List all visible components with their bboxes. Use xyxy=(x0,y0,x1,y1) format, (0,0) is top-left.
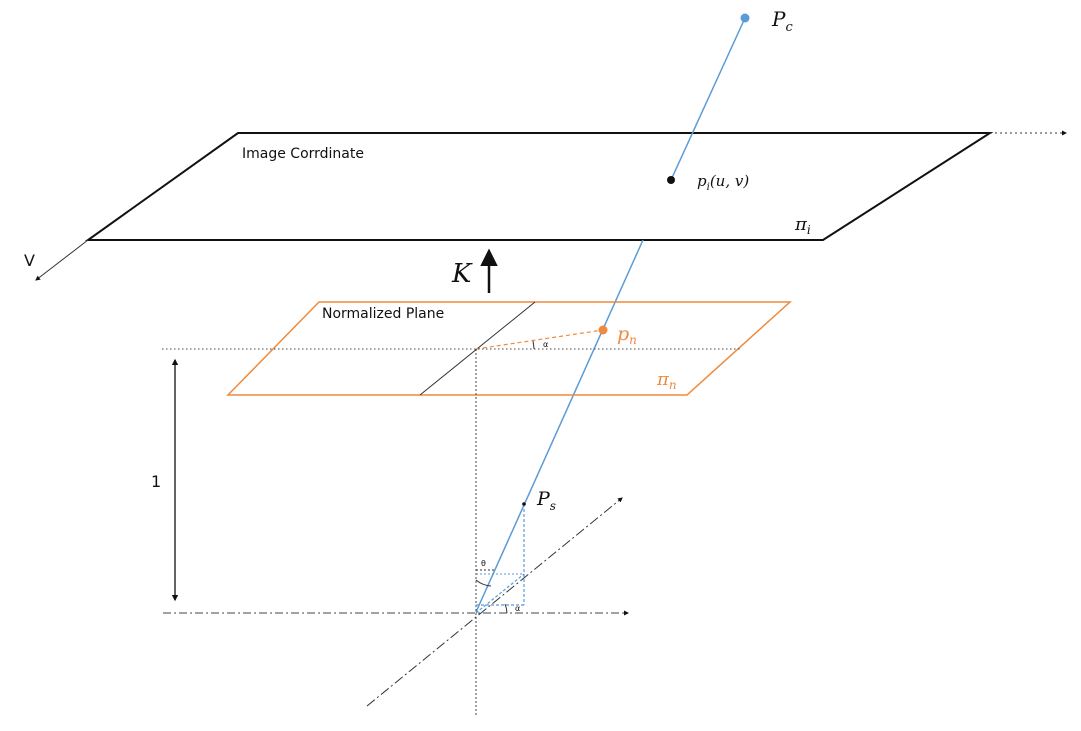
theta-label: θ xyxy=(481,559,486,568)
origin-depth-axis xyxy=(366,497,623,707)
svg-text:πn: πn xyxy=(656,369,677,392)
pn-label: pn xyxy=(617,323,637,347)
ps-construction: Ps θ α xyxy=(475,488,556,614)
ps-label: Ps xyxy=(536,488,556,513)
normalized-plane-title: Normalized Plane xyxy=(322,306,444,322)
point-ps xyxy=(522,502,526,506)
normalized-plane: Normalized Plane pn πn α xyxy=(226,301,792,396)
ray-image-to-origin xyxy=(475,239,644,613)
svg-text:Ps: Ps xyxy=(536,488,556,513)
ps-foot-diagonal xyxy=(475,573,525,614)
alpha-bottom-label: α xyxy=(515,604,520,613)
svg-text:Pc: Pc xyxy=(771,7,793,35)
image-plane-shape xyxy=(84,132,994,241)
point-pi xyxy=(667,176,675,184)
image-plane: Image Corrdinate V πi xyxy=(24,130,1067,281)
pi-i-label: πi xyxy=(794,214,811,237)
svg-text:pn: pn xyxy=(617,323,637,347)
normalized-plane-shape xyxy=(226,301,792,396)
point-pc xyxy=(740,13,750,23)
pi-label: pi(u, v) xyxy=(697,172,749,193)
pc-label: Pc xyxy=(771,7,793,35)
k-label: K xyxy=(451,259,473,289)
v-axis-label: V xyxy=(24,251,35,270)
svg-text:πi: πi xyxy=(794,214,811,237)
alpha-arc-bottom xyxy=(504,603,508,614)
normalized-dashed-ray xyxy=(475,329,604,350)
unit-distance-label: 1 xyxy=(151,472,161,491)
ray-pc-pi xyxy=(670,17,746,181)
alpha-top-label: α xyxy=(543,340,548,349)
svg-text:pi(u, v): pi(u, v) xyxy=(697,172,749,193)
pi-n-label: πn xyxy=(656,369,677,392)
theta-arc xyxy=(475,579,492,587)
image-plane-title: Image Corrdinate xyxy=(242,146,364,162)
alpha-arc-top xyxy=(532,340,535,350)
image-v-axis xyxy=(35,239,89,281)
point-pn xyxy=(598,325,608,335)
